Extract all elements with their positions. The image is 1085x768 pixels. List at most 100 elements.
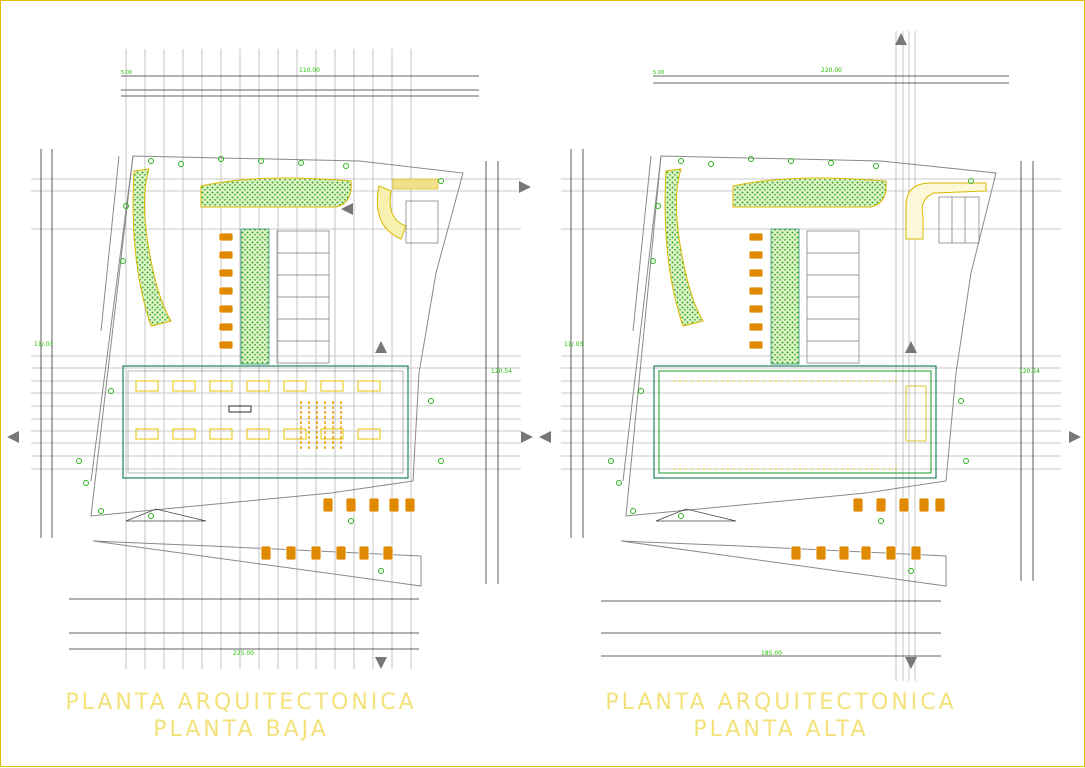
shrub [873, 163, 879, 169]
car [748, 322, 764, 332]
shrub [120, 258, 126, 264]
left-grid-horizontal [31, 178, 521, 470]
left-north-parking [276, 230, 330, 364]
right-ramp [655, 508, 737, 522]
shrub [908, 568, 914, 574]
furniture-block [320, 428, 344, 440]
left-parked-cars-north [218, 232, 234, 350]
car [910, 545, 922, 561]
shrub [958, 398, 964, 404]
ground-floor-plan: 110.00 11/.03 120.54 225.00 5.00 [7, 49, 533, 669]
left-reception-counter [228, 405, 252, 413]
car [790, 545, 802, 561]
car [898, 497, 910, 513]
car [934, 497, 946, 513]
left-plan-title: PLANTA ARQUITECTONICA PLANTA BAJA [31, 689, 451, 743]
car [875, 497, 887, 513]
furniture-block [172, 428, 196, 440]
car [748, 286, 764, 296]
shrub [608, 458, 614, 464]
shrub [378, 568, 384, 574]
car [218, 250, 234, 260]
left-dimension-lines [40, 75, 499, 650]
shrub [630, 508, 636, 514]
shrub [343, 163, 349, 169]
shrub [650, 258, 656, 264]
shrub [108, 388, 114, 394]
shrub [678, 158, 684, 164]
furniture-block [135, 380, 159, 392]
right-dim-small: 5.00 [653, 70, 664, 76]
left-section-markers [7, 181, 533, 669]
furniture-block [246, 380, 270, 392]
shrub [438, 458, 444, 464]
car [748, 340, 764, 350]
shrub [616, 480, 622, 486]
right-planter-west [664, 168, 704, 327]
left-planter-central [240, 228, 270, 365]
shrub [655, 203, 661, 209]
shrub [298, 160, 304, 166]
car [748, 250, 764, 260]
furniture-block [357, 428, 381, 440]
right-section-markers [539, 33, 1081, 669]
shrub [178, 161, 184, 167]
shrub [428, 398, 434, 404]
furniture-block [283, 428, 307, 440]
left-planter-west [132, 168, 172, 327]
shrub [968, 178, 974, 184]
car [218, 340, 234, 350]
car [335, 545, 347, 561]
car [218, 268, 234, 278]
shrub [123, 203, 129, 209]
furniture-block [209, 380, 233, 392]
shrub [348, 518, 354, 524]
shrub [828, 160, 834, 166]
car [285, 545, 297, 561]
shrub [148, 513, 154, 519]
right-shrubs [608, 156, 974, 574]
car [748, 268, 764, 278]
car [368, 497, 380, 513]
right-dimension-lines [570, 75, 1034, 657]
shrub [258, 158, 264, 164]
right-parked-cars-south [790, 497, 946, 561]
left-planter-north [200, 177, 352, 208]
furniture-block [283, 380, 307, 392]
shrub [788, 158, 794, 164]
left-dim-small: 5.00 [121, 70, 132, 76]
right-site-outline [620, 155, 997, 587]
car [218, 232, 234, 242]
car [748, 232, 764, 242]
car [815, 545, 827, 561]
left-dim-bottom: 225.00 [233, 650, 254, 657]
shrub [878, 518, 884, 524]
car [218, 304, 234, 314]
left-ramp [125, 508, 207, 522]
car [388, 497, 400, 513]
right-plan-title: PLANTA ARQUITECTONICA PLANTA ALTA [571, 689, 991, 743]
left-furniture [135, 380, 381, 451]
car [218, 322, 234, 332]
right-ne-module [905, 182, 987, 244]
left-building [122, 365, 409, 479]
furniture-block [135, 428, 159, 440]
right-dim-right: 120.54 [1019, 368, 1040, 375]
car [860, 545, 872, 561]
shrub [98, 508, 104, 514]
left-site-outline [90, 155, 464, 587]
car [322, 497, 334, 513]
car [218, 286, 234, 296]
left-dim-top: 110.00 [299, 67, 320, 74]
left-ne-module [376, 178, 439, 244]
shrub [83, 480, 89, 486]
right-building [653, 365, 937, 479]
car [838, 545, 850, 561]
left-parked-cars-south [260, 497, 416, 561]
right-north-parking [806, 230, 860, 364]
car [885, 545, 897, 561]
right-grid-horizontal [561, 178, 1061, 470]
furniture-block [320, 380, 344, 392]
shrub [678, 513, 684, 519]
